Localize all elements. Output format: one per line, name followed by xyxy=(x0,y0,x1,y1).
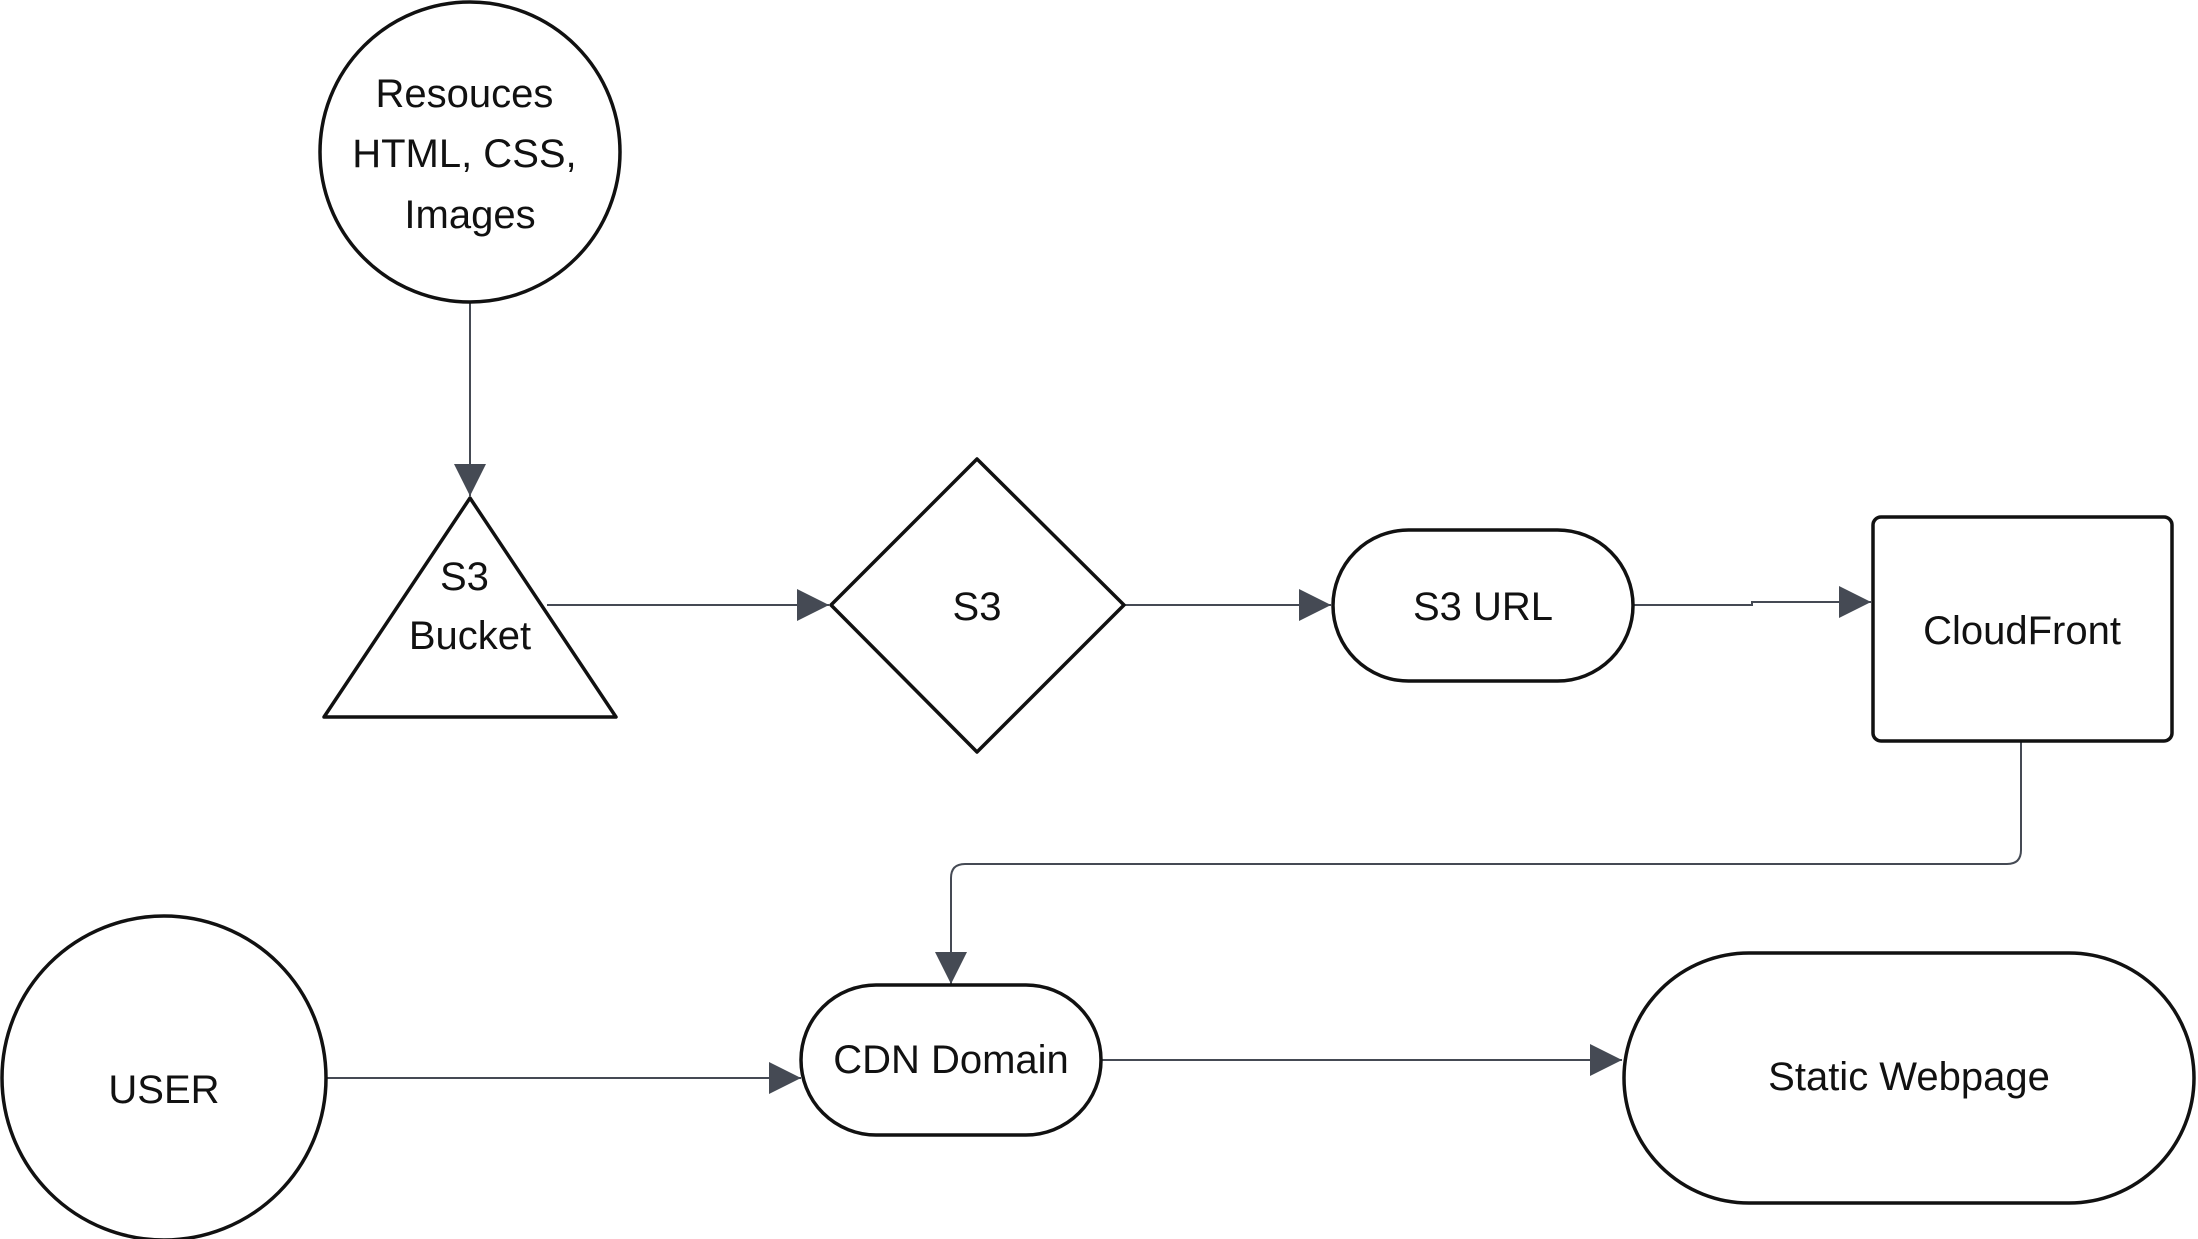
node-s3-bucket[interactable]: S3 Bucket xyxy=(322,496,618,719)
resources-label-line-2: HTML, CSS, xyxy=(352,132,576,176)
s3-bucket-triangle xyxy=(322,496,618,719)
node-cloudfront[interactable]: CloudFront xyxy=(1871,515,2174,743)
cdn-domain-pill xyxy=(799,983,1103,1137)
node-user[interactable]: USER xyxy=(0,914,328,1239)
s3-url-pill xyxy=(1331,528,1635,683)
static-webpage-pill xyxy=(1622,951,2196,1205)
edge-s3-url-to-cloudfront xyxy=(1634,586,1871,618)
s3-bucket-label: S3 Bucket xyxy=(409,555,531,658)
edge-cloudfront-to-cdn-domain xyxy=(935,742,2022,984)
user-label: USER xyxy=(108,1068,219,1112)
cloudfront-label: CloudFront xyxy=(1923,609,2121,653)
resources-label-line-1: Resouces xyxy=(376,72,554,116)
cdn-domain-label: CDN Domain xyxy=(833,1038,1069,1082)
s3-url-label: S3 URL xyxy=(1413,585,1553,629)
user-circle xyxy=(0,914,328,1239)
node-s3[interactable]: S3 xyxy=(829,457,1126,754)
s3-bucket-label-line-1: S3 xyxy=(440,555,489,599)
node-static-webpage[interactable]: Static Webpage xyxy=(1622,951,2196,1205)
node-resources[interactable]: Resouces HTML, CSS, Images xyxy=(318,0,622,304)
s3-bucket-label-line-2: Bucket xyxy=(409,614,531,658)
resources-label: Resouces HTML, CSS, Images xyxy=(352,72,588,237)
node-s3-url[interactable]: S3 URL xyxy=(1331,528,1635,683)
static-webpage-label: Static Webpage xyxy=(1768,1055,2050,1099)
resources-label-line-3: Images xyxy=(404,193,535,237)
cloudfront-box xyxy=(1871,515,2174,743)
resources-circle xyxy=(318,0,622,304)
s3-label: S3 xyxy=(953,585,1002,629)
s3-diamond xyxy=(829,457,1126,754)
node-cdn-domain[interactable]: CDN Domain xyxy=(799,983,1103,1137)
